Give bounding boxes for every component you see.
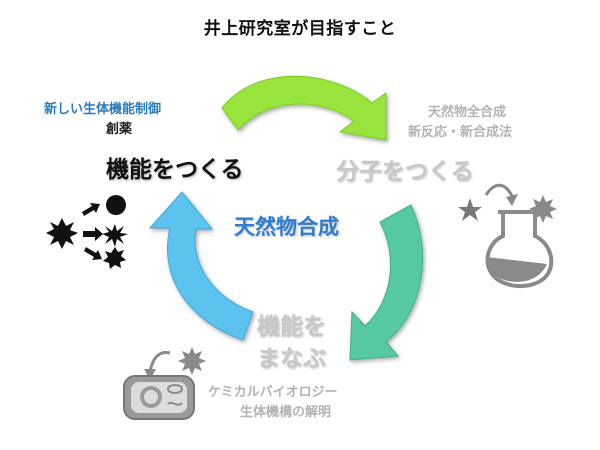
node-make-molecule-label: 分子をつくる xyxy=(336,159,474,185)
cell-icons xyxy=(123,347,206,420)
node-learn-function-sub1: ケミカルバイオロジー xyxy=(208,385,338,400)
reaction-arrows-icon xyxy=(82,203,103,260)
cell-icon xyxy=(123,375,195,420)
node-make-molecule-sub2: 新反応・新合成法 xyxy=(408,125,513,140)
node-make-function-sub1: 新しい生体機能制御 xyxy=(44,102,162,117)
burst-icon-cell xyxy=(178,347,206,375)
node-make-molecule-sub1: 天然物全合成 xyxy=(428,105,507,120)
node-make-function-label: 機能をつくる xyxy=(106,157,244,183)
flask-reaction-icons xyxy=(458,183,557,289)
cycle-arrow-right xyxy=(349,204,424,361)
curved-arrow-icon xyxy=(484,183,514,197)
node-learn-function-label-2: まなぶ xyxy=(257,346,326,372)
center-label: 天然物合成 xyxy=(234,215,339,239)
burst-icon-left xyxy=(46,218,78,249)
node-learn-function-label-1: 機能を xyxy=(257,314,326,340)
burst-icon-bottom xyxy=(103,247,126,269)
node-learn-function-sub2: 生体機構の解明 xyxy=(240,405,332,420)
star-icon xyxy=(458,198,482,221)
page-title: 井上研究室が目指すこと xyxy=(203,19,397,39)
burst-icon-middle xyxy=(102,224,128,247)
molecule-burst-icons xyxy=(46,195,128,269)
cycle-arrow-top xyxy=(221,75,387,141)
cycle-arrow-left xyxy=(148,191,254,341)
flask-icon xyxy=(485,210,554,289)
blob-icon-top xyxy=(106,195,126,215)
node-make-function-sub2: 創薬 xyxy=(106,122,133,137)
